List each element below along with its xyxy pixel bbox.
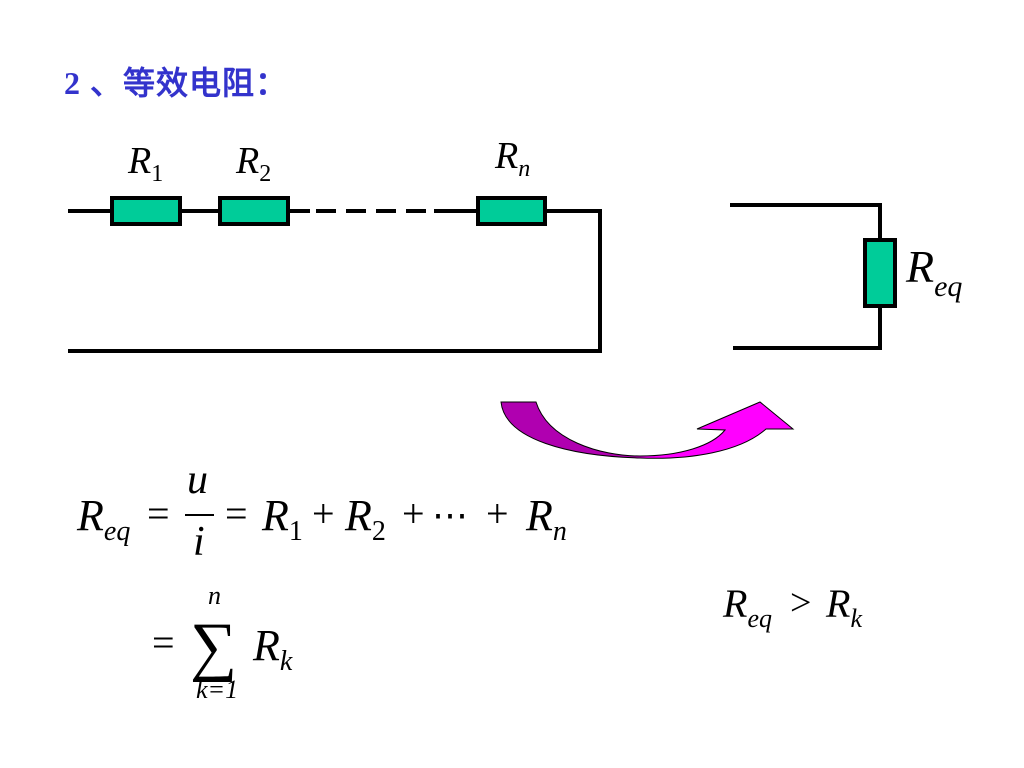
f2-lower-limit: k=1 bbox=[196, 675, 238, 704]
slide-title: 2 、等效电阻： bbox=[64, 65, 289, 101]
resistor-req bbox=[863, 238, 897, 308]
f1-numerator: u bbox=[187, 457, 208, 503]
resistors bbox=[110, 196, 547, 226]
f1-eq1: = bbox=[147, 491, 170, 536]
resistor-rn bbox=[476, 196, 547, 226]
f1-plus1: + bbox=[312, 491, 335, 536]
f1-r2: R2 bbox=[344, 491, 386, 547]
ineq-op: > bbox=[790, 582, 811, 624]
formula-sigma: = n ∑ k=1 Rk bbox=[152, 581, 293, 704]
f1-r1: R1 bbox=[261, 491, 303, 547]
eq-wire-top bbox=[730, 203, 882, 240]
wire-right-loop bbox=[68, 209, 602, 353]
series-circuit bbox=[68, 209, 602, 353]
f2-sigma: ∑ bbox=[190, 610, 237, 683]
f1-plus2: + bbox=[402, 491, 425, 536]
label-r1: R1 bbox=[127, 140, 163, 187]
label-rn: Rn bbox=[494, 135, 530, 182]
formula-req-sum: Req = u i = R1 + R2 + ⋯ + Rn bbox=[76, 457, 567, 565]
f1-denominator: i bbox=[193, 519, 205, 565]
f1-lhs: Req bbox=[76, 491, 130, 547]
formula-inequality: Req > Rk bbox=[722, 581, 862, 633]
f1-plus3: + bbox=[486, 491, 509, 536]
f2-term: Rk bbox=[252, 621, 293, 677]
f2-eq: = bbox=[152, 620, 175, 665]
label-req: Req bbox=[905, 241, 962, 303]
f2-upper-limit: n bbox=[208, 581, 221, 610]
f1-eq2: = bbox=[225, 491, 248, 536]
resistor-r1 bbox=[110, 196, 182, 226]
ineq-lhs: Req bbox=[722, 581, 772, 633]
resistor-r2 bbox=[218, 196, 290, 226]
f1-dots: ⋯ bbox=[432, 495, 468, 535]
label-r2: R2 bbox=[235, 140, 271, 187]
eq-wire-bottom bbox=[733, 306, 882, 350]
curved-arrow-icon bbox=[500, 401, 795, 459]
equivalent-circuit bbox=[730, 203, 897, 350]
ineq-rhs: Rk bbox=[825, 581, 862, 633]
f1-rn: Rn bbox=[525, 491, 567, 547]
